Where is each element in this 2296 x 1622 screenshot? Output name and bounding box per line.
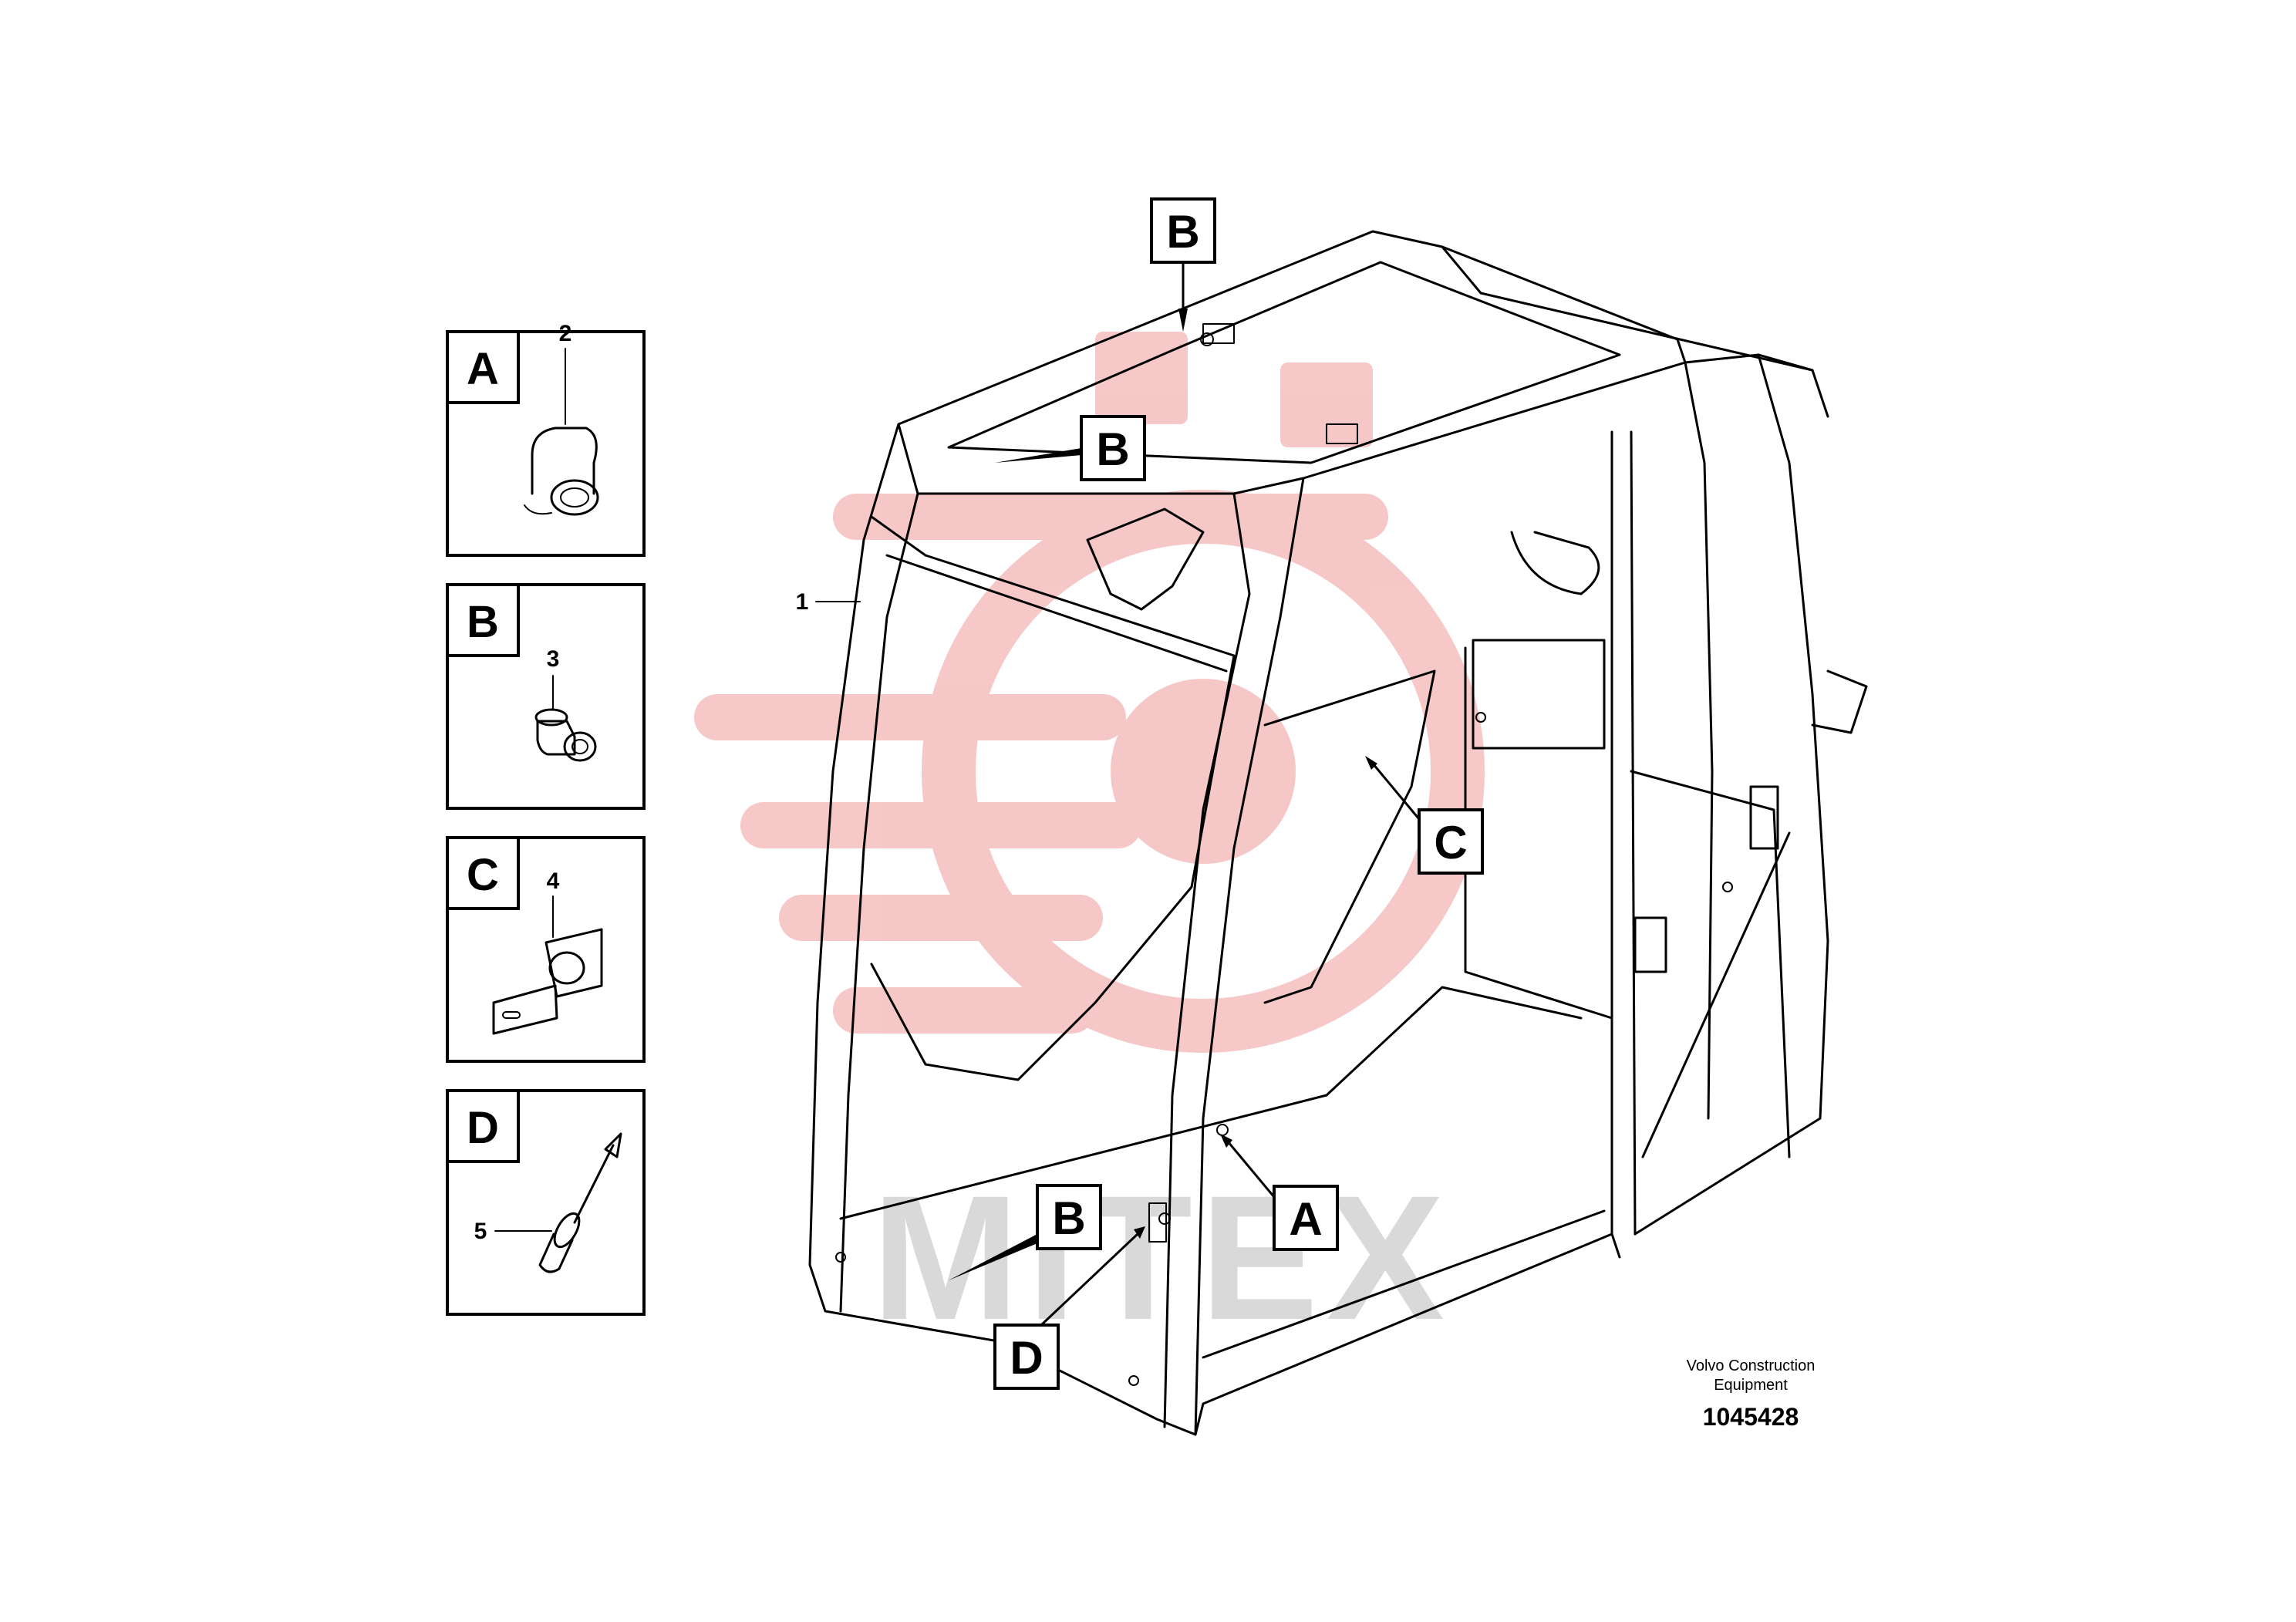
detail-panel-d: D 5 [446, 1089, 646, 1316]
detail-letter: B [467, 597, 499, 647]
cab-frame-drawing [808, 230, 1868, 1436]
detail-panel-a: A 2 [446, 321, 646, 557]
cap-nut-icon [524, 427, 599, 516]
watermark-text: MITEX [872, 1158, 1452, 1357]
callout-c-right: C [1365, 756, 1484, 875]
svg-text:B: B [1166, 206, 1199, 258]
svg-text:B: B [1096, 423, 1129, 475]
part-number: 3 [547, 646, 560, 672]
callout-d-lower: D [993, 1226, 1145, 1390]
document-number: 1045428 [1703, 1403, 1799, 1431]
detail-panel-b: B 3 [446, 583, 646, 810]
svg-text:A: A [1289, 1193, 1322, 1245]
detail-panel-c: C 4 [446, 836, 646, 1063]
svg-text:B: B [1052, 1192, 1085, 1244]
part-number: 2 [559, 321, 572, 346]
callout-a-lower: A [1220, 1134, 1339, 1251]
detail-letter: C [467, 850, 499, 900]
svg-text:D: D [1010, 1332, 1043, 1384]
part-number: 5 [474, 1219, 487, 1244]
callout-b-upper: B [995, 415, 1146, 481]
detail-letter: D [467, 1103, 499, 1153]
callout-b-top: B [1150, 197, 1216, 332]
main-part-number: 1 [796, 589, 809, 615]
rivet-nut-icon [534, 708, 597, 762]
watermark-logo [694, 332, 1485, 1053]
credit-line-2: Equipment [1714, 1377, 1788, 1394]
blind-rivet-icon [538, 1132, 622, 1273]
bracket-plate-icon [492, 928, 603, 1035]
detail-letter: A [467, 344, 499, 394]
callout-b-lower: B [949, 1184, 1102, 1280]
svg-text:C: C [1434, 817, 1467, 868]
part-number: 4 [547, 868, 560, 894]
credit-line-1: Volvo Construction [1687, 1357, 1816, 1374]
